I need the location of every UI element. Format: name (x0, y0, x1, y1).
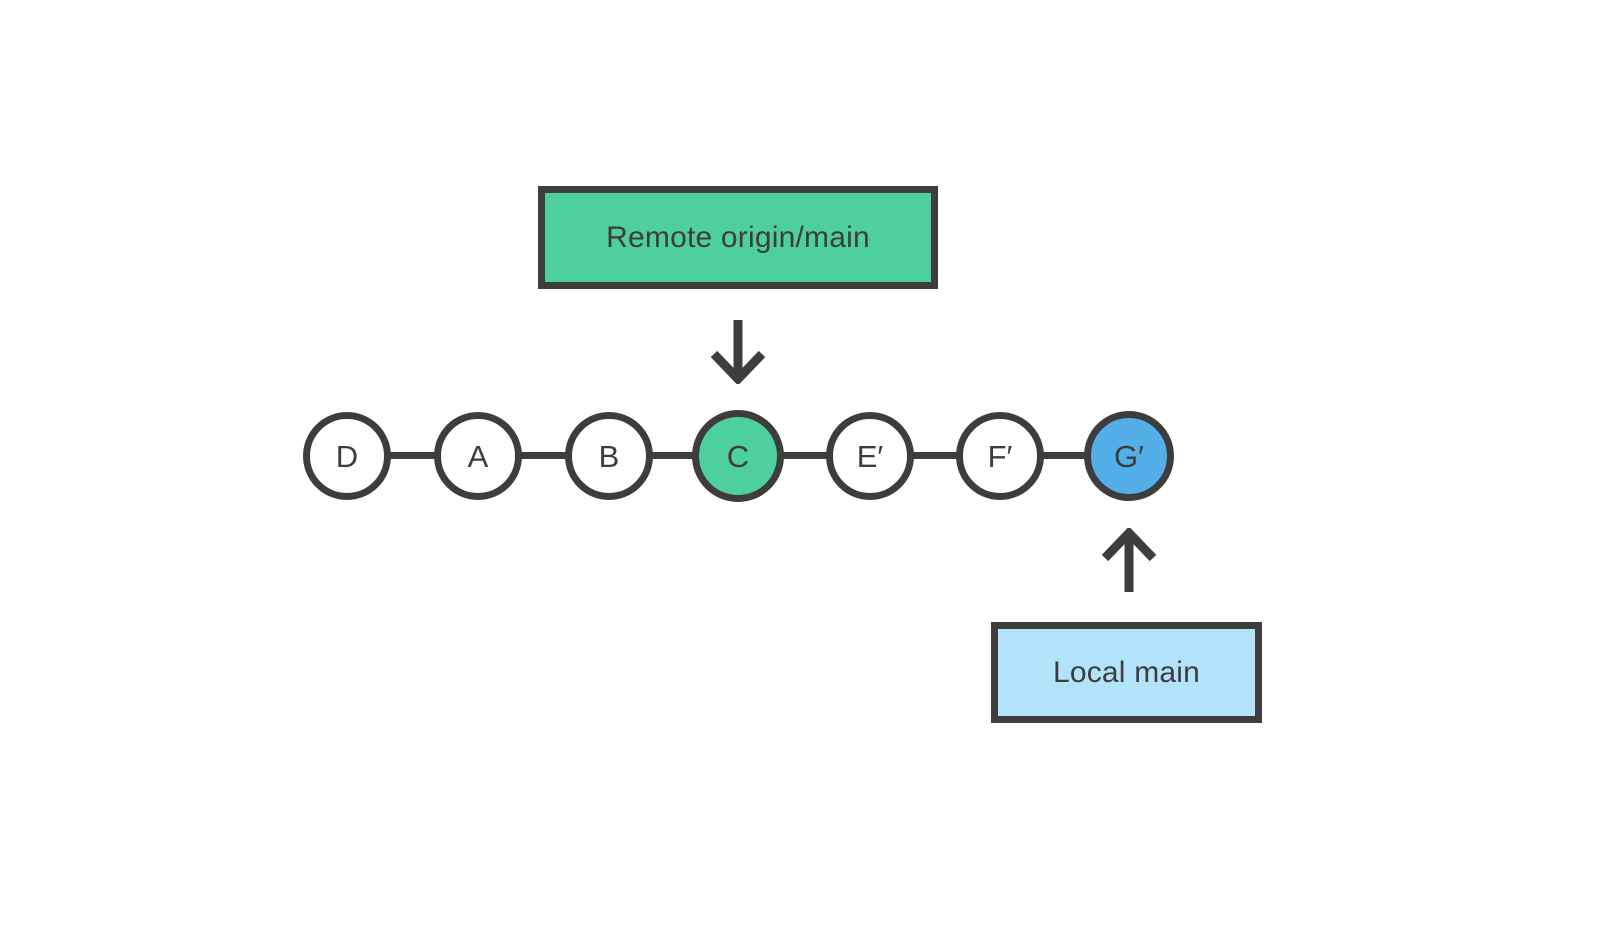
commit-label-F-prime: F′ (987, 438, 1013, 474)
commit-label-G-prime: G′ (1114, 438, 1144, 474)
commit-node-F-prime[interactable]: F′ (956, 412, 1044, 500)
commit-node-E-prime[interactable]: E′ (826, 412, 914, 500)
arrow-up-icon (1098, 526, 1160, 599)
commit-label-A: A (467, 438, 489, 474)
commit-connector (644, 452, 702, 459)
commit-node-A[interactable]: A (434, 412, 522, 500)
local-branch-label-box[interactable]: Local main (991, 622, 1262, 723)
commit-label-C: C (726, 438, 750, 474)
commit-connector (773, 452, 835, 459)
commit-label-E-prime: E′ (856, 438, 884, 474)
commit-label-B: B (598, 438, 620, 474)
remote-branch-label-box[interactable]: Remote origin/main (538, 186, 938, 289)
remote-branch-label-text: Remote origin/main (606, 220, 870, 254)
commit-label-D: D (335, 438, 359, 474)
commit-connector (514, 452, 576, 459)
commit-connector (905, 452, 965, 459)
commit-node-C[interactable]: C (692, 410, 784, 502)
commit-node-B[interactable]: B (565, 412, 653, 500)
commit-node-G-prime[interactable]: G′ (1084, 411, 1174, 501)
local-branch-label-text: Local main (1052, 655, 1201, 689)
commit-node-D[interactable]: D (303, 412, 391, 500)
commit-connector (1034, 452, 1092, 459)
commit-connector (383, 452, 447, 459)
arrow-down-icon (707, 318, 769, 389)
